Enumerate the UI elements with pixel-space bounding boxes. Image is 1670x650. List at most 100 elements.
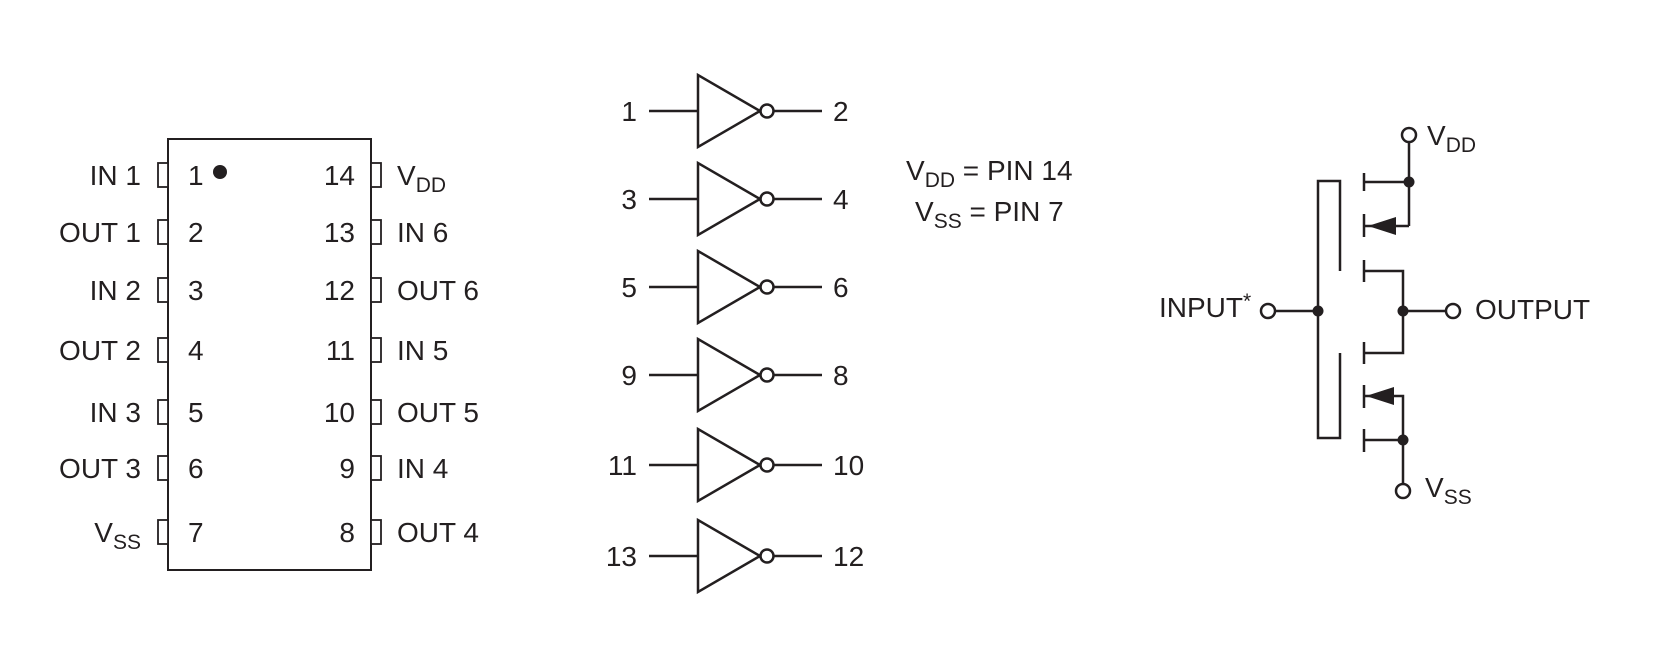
gate-bubble	[759, 279, 775, 295]
gate-bubble	[759, 191, 775, 207]
pin-label: OUT 1	[59, 217, 141, 248]
pin-lead	[370, 162, 382, 188]
cmos-inverter-schematic: VDD OUTPUT VSS INPUT*	[1159, 120, 1590, 509]
output-terminal	[1444, 302, 1462, 320]
pin-number: 13	[324, 217, 355, 248]
pin-lead	[370, 337, 382, 363]
vss-junction	[1397, 434, 1409, 446]
pin-lead	[370, 519, 382, 545]
input-terminal	[1259, 302, 1277, 320]
pin-1: 1 IN 1	[90, 160, 204, 191]
vss-label: VSS	[1425, 472, 1472, 509]
pin-number: 14	[324, 160, 355, 191]
input-label: INPUT*	[1159, 290, 1251, 323]
pmos-arrow	[1368, 217, 1396, 235]
pin-number: 8	[339, 517, 355, 548]
pin-lead	[370, 455, 382, 481]
gate-output-pin: 4	[833, 184, 849, 215]
pin-13: 13 IN 6	[324, 217, 449, 248]
pin-label: IN 5	[397, 335, 448, 366]
gate-triangle	[696, 160, 763, 238]
pin-lead	[157, 162, 169, 188]
gate-triangle	[696, 517, 763, 595]
pin-number: 7	[188, 517, 204, 548]
gate-input-pin: 1	[621, 96, 637, 127]
gate-output-pin: 6	[833, 272, 849, 303]
gate-input-pin: 11	[608, 450, 637, 481]
pin-lead	[157, 277, 169, 303]
gate-bubble	[759, 103, 775, 119]
nmos-arrow	[1366, 387, 1394, 405]
pin-lead	[370, 219, 382, 245]
power-note: VDD = PIN 14 VSS = PIN 7	[906, 155, 1073, 233]
pin-label: VSS	[94, 517, 141, 554]
pin-label: OUT 3	[59, 453, 141, 484]
pin-label: IN 4	[397, 453, 448, 484]
pin-label: OUT 5	[397, 397, 479, 428]
pin-lead	[370, 277, 382, 303]
gate-triangle	[696, 248, 763, 326]
gate-bubble	[759, 367, 775, 383]
pin-number: 6	[188, 453, 204, 484]
pin-label: IN 2	[90, 275, 141, 306]
pin-lead	[157, 219, 169, 245]
vdd-terminal	[1400, 126, 1418, 144]
pin-8: 8 OUT 4	[339, 517, 479, 548]
gate-bubble	[759, 548, 775, 564]
pin-11: 11 IN 5	[326, 335, 448, 366]
pin-number: 2	[188, 217, 204, 248]
input-junction	[1312, 305, 1324, 317]
pin1-indicator-dot	[213, 165, 227, 179]
pin-label: OUT 2	[59, 335, 141, 366]
pin-number: 3	[188, 275, 204, 306]
pin-number: 1	[188, 160, 204, 191]
gate-triangle	[696, 426, 763, 504]
pin-label: IN 1	[90, 160, 141, 191]
note-vdd: VDD = PIN 14	[906, 155, 1073, 192]
pin-10: 10 OUT 5	[324, 397, 479, 428]
pin-lead	[157, 455, 169, 481]
gate-output-pin: 10	[833, 450, 864, 481]
pin-9: 9 IN 4	[339, 453, 448, 484]
note-vss: VSS = PIN 7	[915, 196, 1064, 233]
gate-triangle	[696, 72, 763, 150]
pin-lead	[370, 399, 382, 425]
pin-label: IN 6	[397, 217, 448, 248]
gate-triangle	[696, 336, 763, 414]
pin-number: 9	[339, 453, 355, 484]
vdd-label: VDD	[1427, 120, 1476, 157]
pin-lead	[157, 519, 169, 545]
gate-output-pin: 12	[833, 541, 864, 572]
pin-lead	[157, 337, 169, 363]
pin-5: 5IN 3	[90, 397, 204, 428]
pin-lead	[157, 399, 169, 425]
pin-6: 6 OUT 3	[59, 453, 204, 484]
gate-input-pin: 13	[606, 541, 637, 572]
pin-3: 3 IN 2	[90, 275, 204, 306]
vss-terminal	[1394, 482, 1412, 500]
pin-number: 5	[188, 397, 204, 428]
output-label: OUTPUT	[1475, 294, 1590, 325]
gate-input-pin: 9	[621, 360, 637, 391]
pin-number: 11	[326, 335, 355, 366]
pin-2: 2 OUT 1	[59, 217, 204, 248]
pin-number: 10	[324, 397, 355, 428]
gate-bubble	[759, 457, 775, 473]
gate-input-pin: 3	[621, 184, 637, 215]
pin-number: 12	[324, 275, 355, 306]
gate-input-pin: 5	[621, 272, 637, 303]
pin-label: OUT 4	[397, 517, 479, 548]
pin-label: VDD	[397, 160, 446, 197]
inverter-gate: 13 12	[606, 517, 864, 595]
